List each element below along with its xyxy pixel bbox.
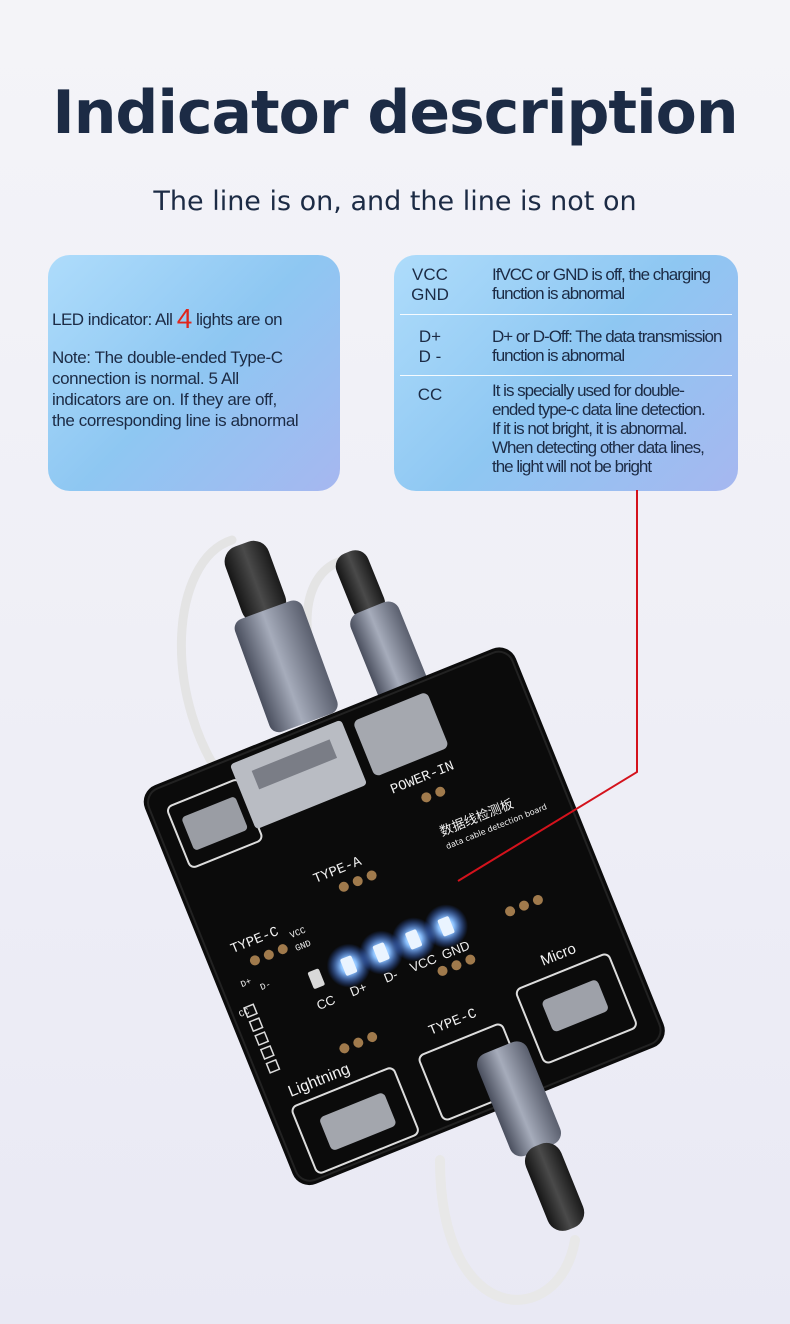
led-vcc xyxy=(405,929,422,950)
note-line: Note: The double-ended Type-C xyxy=(52,348,283,367)
usb-a-plug xyxy=(224,540,338,733)
led-gnd xyxy=(437,916,455,937)
divider xyxy=(400,314,732,315)
pin-label: D- xyxy=(259,980,273,993)
type-c-plug-bottom xyxy=(476,1041,585,1231)
white-cable xyxy=(177,535,237,795)
page-subtitle: The line is on, and the line is not on xyxy=(153,186,637,217)
legend-key: D+D - xyxy=(418,327,442,366)
legend-key: CC xyxy=(417,385,443,404)
led-count: 4 xyxy=(176,303,193,334)
led-label: D+ xyxy=(348,979,369,999)
pin-label: CC xyxy=(237,1006,251,1020)
detection-board-photo: POWER-IN TYPE-A TYPE-C 数据线检测板 data cable… xyxy=(143,490,665,1305)
led-indicator-line: LED indicator: All 4 lights are on xyxy=(52,303,283,335)
led-info-card: LED indicator: All 4 lights are on Note:… xyxy=(48,255,340,491)
note-line: connection is normal. 5 All xyxy=(52,369,239,388)
pcb-board: POWER-IN TYPE-A TYPE-C 数据线检测板 data cable… xyxy=(143,647,665,1186)
white-cable xyxy=(435,1155,580,1305)
led-suffix: lights are on xyxy=(191,310,283,329)
divider xyxy=(400,375,732,376)
legend-desc: It is specially used for double-ended ty… xyxy=(492,381,706,476)
pointer-line xyxy=(457,490,638,882)
led-dminus xyxy=(372,942,390,963)
note-line: the corresponding line is abnormal xyxy=(52,411,299,430)
led-label: D- xyxy=(382,967,400,986)
note-text: Note: The double-ended Type-C connection… xyxy=(52,347,340,431)
led-cc xyxy=(307,968,325,989)
led-prefix: LED indicator: All xyxy=(52,310,177,329)
led-row: CC D+ D- VCC GND xyxy=(307,904,472,1013)
led-dplus xyxy=(340,955,358,976)
pin-label: D+ xyxy=(239,977,253,990)
led-label: CC xyxy=(314,992,337,1013)
page-title: Indicator description xyxy=(52,78,738,148)
note-line: indicators are on. If they are off, xyxy=(52,390,277,409)
